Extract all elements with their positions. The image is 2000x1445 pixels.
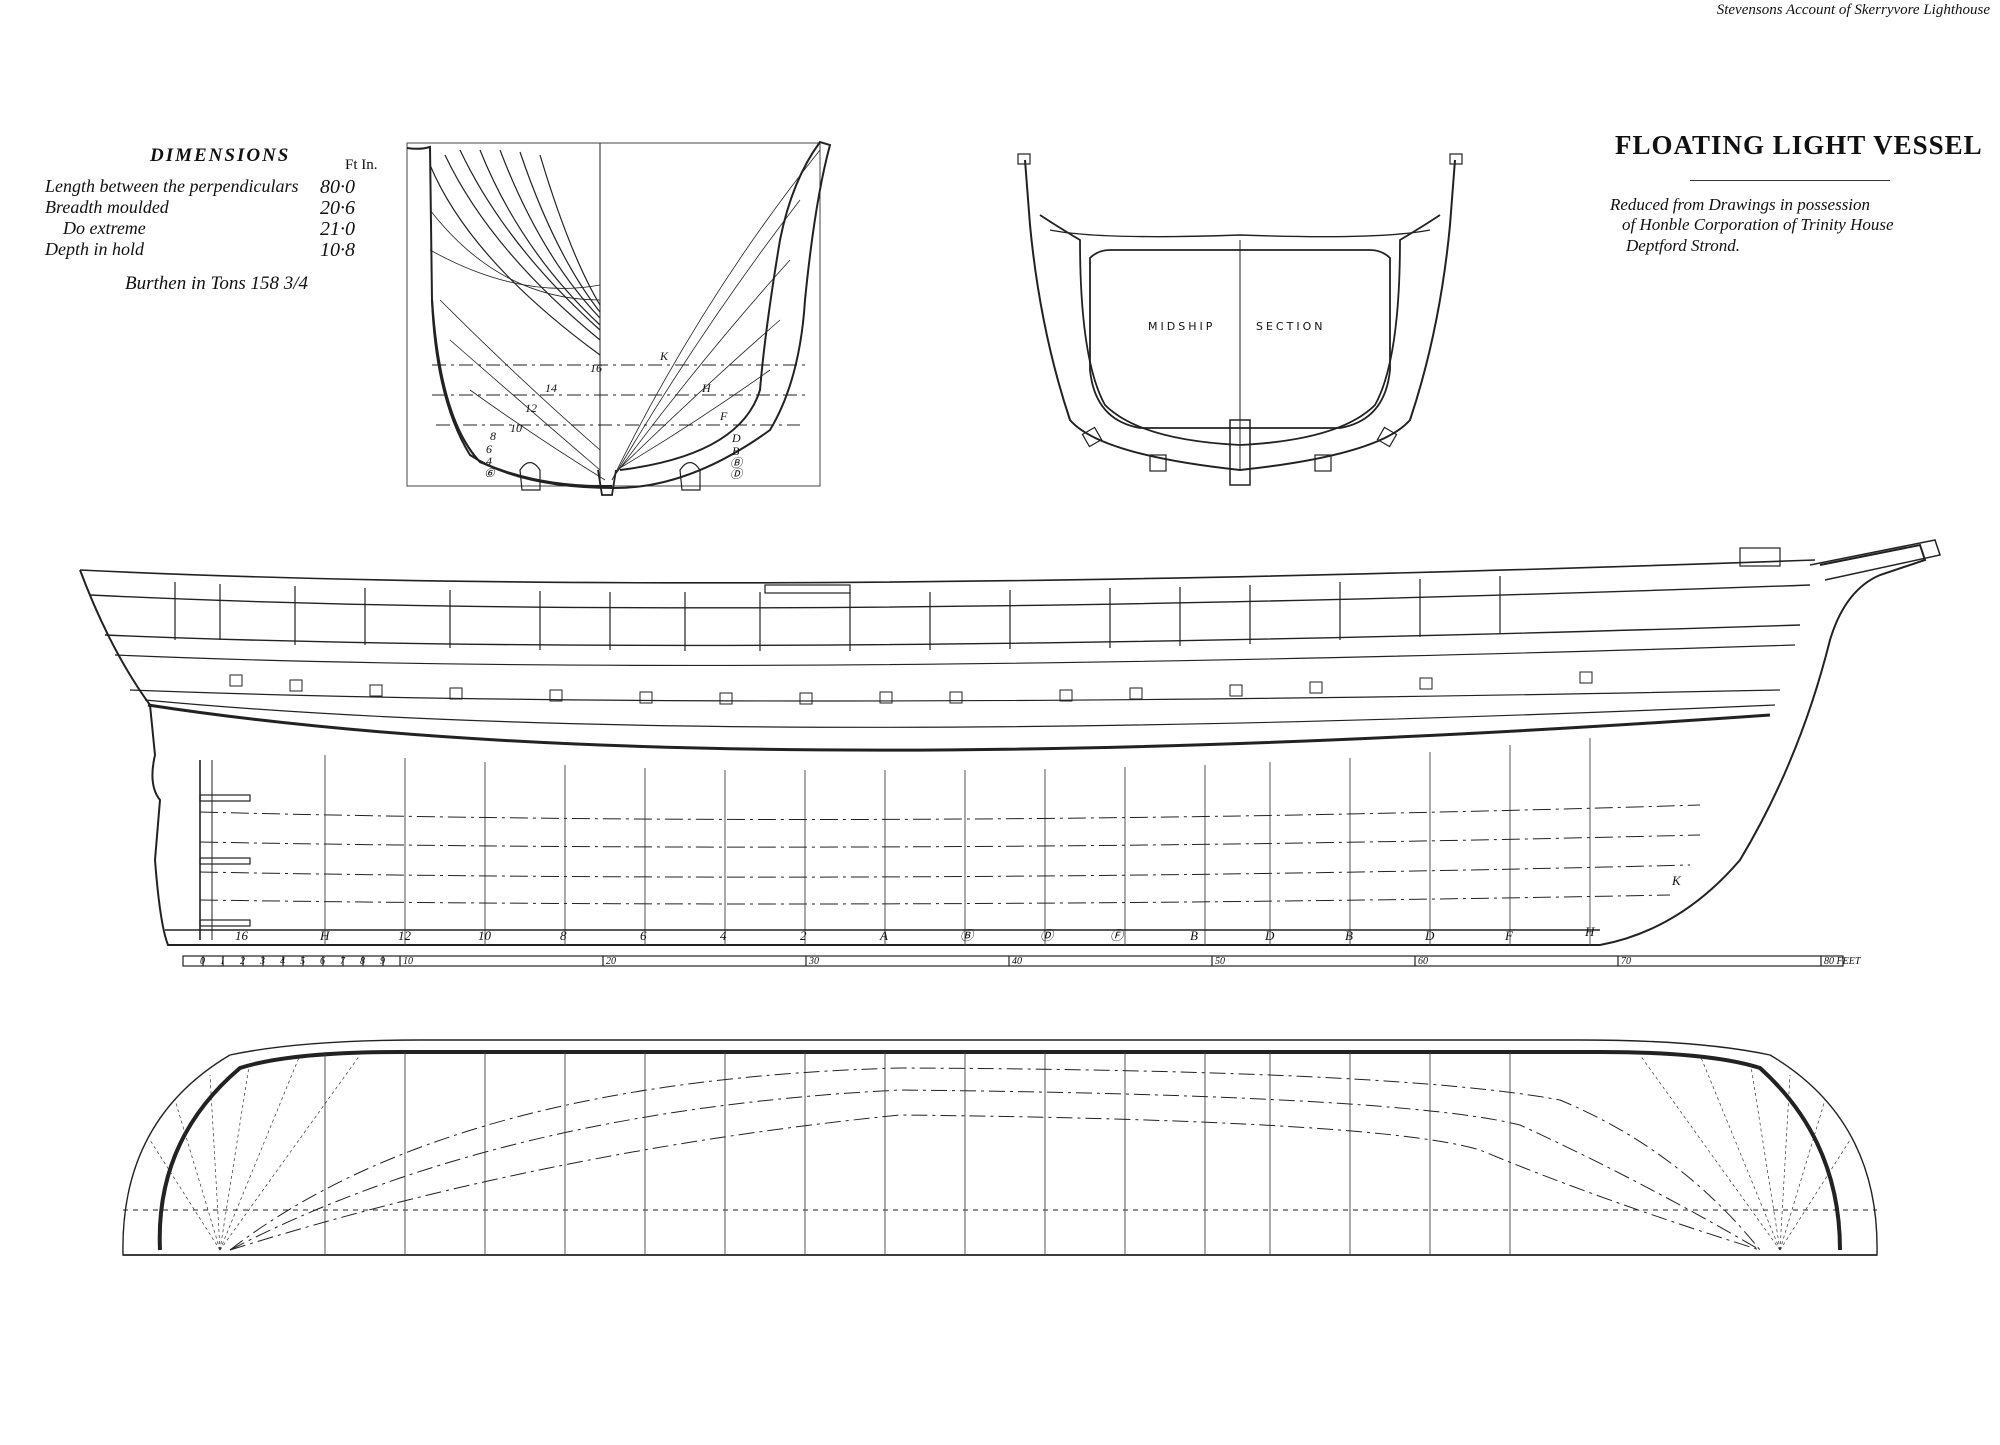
body-plan-label-14: 14 (545, 381, 557, 395)
dimension-label: Breadth moulded (45, 197, 169, 217)
dimension-value: 20·6 (320, 197, 355, 219)
station-label: 16 (235, 928, 249, 943)
title-rule (1690, 180, 1890, 181)
scale-bar-graphic (182, 955, 1844, 967)
station-label: A (879, 928, 888, 943)
scale-label: 8 (360, 956, 365, 967)
body-plan-label-circ: ⑥ (484, 466, 496, 480)
station-label: D (1424, 928, 1435, 943)
body-plan-label-D: D (731, 431, 741, 445)
body-plan-label-B: B (732, 444, 740, 458)
scale-label: 1 (220, 956, 225, 967)
scale-label: 0 (200, 956, 205, 967)
scale-label: 7 (340, 956, 346, 967)
dimension-row-breadth: Breadth moulded 20·6 (45, 197, 355, 219)
scale-label: 6 (320, 956, 325, 967)
station-label: D (1264, 928, 1275, 943)
section-label: SECTION (1256, 320, 1326, 333)
station-label: B (1345, 928, 1353, 943)
body-plan (406, 140, 832, 496)
station-label: 6 (640, 928, 647, 943)
body-plan-label-8: 8 (490, 429, 496, 443)
station-label: 10 (478, 928, 492, 943)
body-plan-label-4: 4 (486, 454, 492, 468)
scale-label: 10 (403, 956, 413, 967)
body-plan-label-6: 6 (486, 442, 492, 456)
station-label: B (1190, 928, 1198, 943)
credit-line-3: Deptford Strond. (1626, 236, 1740, 255)
station-label: Ⓕ (1110, 928, 1125, 943)
body-plan-label-circ-B: Ⓑ (730, 456, 744, 470)
dimension-row-breadth-extreme: Do extreme 21·0 (45, 218, 355, 240)
dimensions-unit-header: Ft In. (345, 157, 378, 173)
station-label: H (319, 928, 330, 943)
scale-label: 40 (1012, 956, 1022, 967)
credit-line-2: of Honble Corporation of Trinity House (1622, 215, 1894, 234)
station-label: Ⓑ (960, 928, 975, 943)
scale-label: 60 (1418, 956, 1428, 967)
scale-label: 20 (606, 956, 616, 967)
scale-label: 9 (380, 956, 385, 967)
dimension-value: 10·8 (320, 239, 355, 261)
dimension-label: Do extreme (63, 218, 146, 238)
station-label: Ⓓ (1040, 928, 1055, 943)
body-plan-label-circ-D: Ⓓ (730, 467, 744, 481)
body-plan-label-16: 16 (590, 361, 602, 375)
midship-section (1017, 153, 1463, 486)
dimension-value: 21·0 (320, 218, 355, 240)
scale-label: 50 (1215, 956, 1225, 967)
drawing-title: FLOATING LIGHT VESSEL (1615, 130, 1983, 160)
midship-label: MIDSHIP (1148, 320, 1216, 333)
scale-label: 70 (1621, 956, 1631, 967)
station-label: 4 (720, 928, 727, 943)
scale-label: 4 (280, 956, 285, 967)
dimension-label: Depth in hold (45, 239, 144, 259)
source-note: Stevensons Account of Skerryvore Lightho… (1716, 2, 1990, 18)
station-label: 8 (560, 928, 567, 943)
scale-label: 2 (240, 956, 245, 967)
station-label: 12 (398, 928, 412, 943)
body-plan-label-K: K (659, 349, 669, 363)
credit-line-1: Reduced from Drawings in possession (1610, 195, 1871, 214)
station-label: F (1504, 928, 1514, 943)
dimension-row-depth: Depth in hold 10·8 (45, 239, 355, 261)
dimensions-heading: DIMENSIONS (150, 145, 291, 166)
scale-label: 5 (300, 956, 305, 967)
sheer-plan (79, 539, 1941, 946)
body-plan-label-F: F (719, 409, 728, 423)
scale-label: 30 (808, 956, 819, 967)
body-plan-label-12: 12 (525, 401, 537, 415)
body-plan-label-H: H (701, 381, 712, 395)
dimension-label: Length between the perpendiculars (45, 176, 299, 196)
dimension-value: 80·0 (320, 176, 355, 198)
scale-label: 80 FEET (1824, 956, 1862, 967)
body-plan-label-10: 10 (510, 421, 522, 435)
bow-label: K (1671, 873, 1682, 888)
burthen-note: Burthen in Tons 158 3/4 (125, 273, 308, 294)
scale-label: 3 (259, 956, 265, 967)
half-breadth-plan (122, 1039, 1878, 1256)
dimension-row-length: Length between the perpendiculars 80·0 (45, 176, 355, 198)
station-label: H (1584, 924, 1595, 939)
station-label: 2 (800, 928, 807, 943)
